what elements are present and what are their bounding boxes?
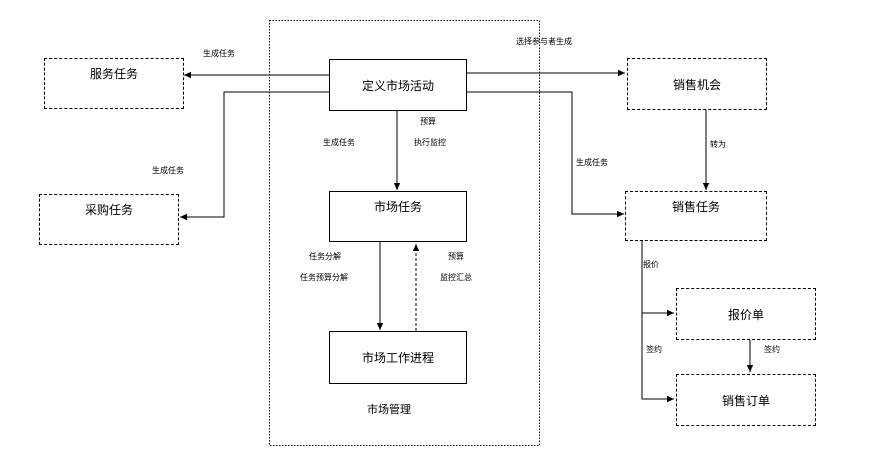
market-task-node: 市场任务 xyxy=(329,191,467,242)
edge-label-sign-1: 签约 xyxy=(646,345,662,354)
sales-task-node: 销售任务 xyxy=(625,191,767,241)
market-management-container xyxy=(269,20,540,446)
edge-label-sign-2: 签约 xyxy=(764,345,780,354)
edge-sales-task-to-order xyxy=(641,313,674,403)
edge-activity-to-purchase xyxy=(180,91,330,221)
edge-label-budget-2: 预算 xyxy=(448,252,464,261)
edge-label-convert: 转为 xyxy=(710,140,726,149)
edge-label-generate-market-task: 生成任务 xyxy=(323,138,355,147)
edge-label-task-budget-split: 任务预算分解 xyxy=(300,273,348,282)
market-work-process-node: 市场工作进程 xyxy=(329,331,467,384)
edge-label-generate-sales-task: 生成任务 xyxy=(576,158,608,167)
edge-sales-task-to-quotation xyxy=(641,241,674,317)
define-market-activity-node: 定义市场活动 xyxy=(329,59,467,111)
edge-label-select-participant-generate: 选择参与者生成 xyxy=(516,37,572,46)
edge-label-budget-1: 预算 xyxy=(420,117,436,126)
edge-label-task-split: 任务分解 xyxy=(309,252,341,261)
service-task-node: 服务任务 xyxy=(44,58,184,109)
purchase-task-node: 采购任务 xyxy=(39,194,179,245)
edge-label-generate-purchase: 生成任务 xyxy=(152,166,184,175)
sales-order-node: 销售订单 xyxy=(676,374,816,426)
quotation-node: 报价单 xyxy=(676,288,816,340)
edge-label-monitor-summary: 监控汇总 xyxy=(440,273,472,282)
edge-label-execute-monitor: 执行监控 xyxy=(414,138,446,147)
edge-label-quote: 报价 xyxy=(643,260,659,269)
sales-opportunity-node: 销售机会 xyxy=(627,58,767,110)
market-management-label: 市场管理 xyxy=(367,403,411,416)
edge-activity-to-sales-task xyxy=(466,91,624,218)
edge-label-generate-service: 生成任务 xyxy=(203,49,235,58)
